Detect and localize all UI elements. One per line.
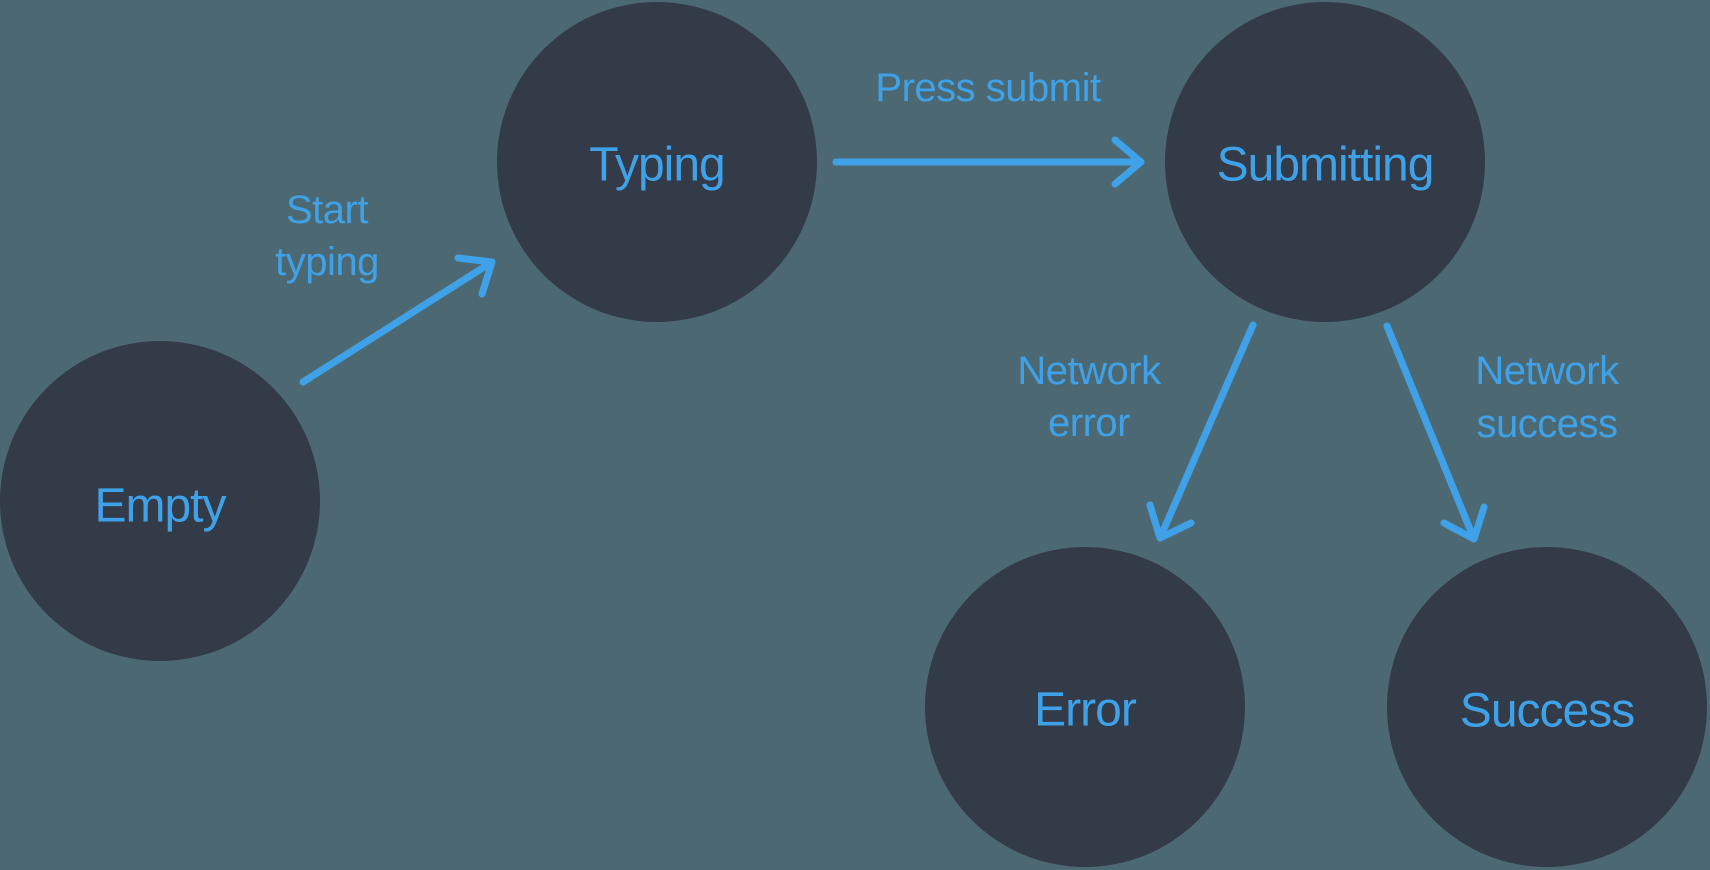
state-label-submitting: Submitting [1217, 139, 1434, 192]
arrow-empty-to-typing [299, 254, 496, 386]
edge-submitting-to-success: Network success [1383, 322, 1621, 543]
state-label-success: Success [1460, 685, 1634, 738]
state-node-empty: Empty [0, 341, 320, 661]
state-node-success: Success [1387, 547, 1707, 867]
arrow-typing-to-submitting [832, 136, 1145, 188]
edge-label-network-error-line1: Network [1017, 349, 1162, 393]
state-circle-empty [0, 341, 320, 661]
edge-submitting-to-error: Network error [1017, 321, 1257, 542]
state-circle-success [1387, 547, 1707, 867]
state-label-typing: Typing [589, 139, 724, 192]
state-node-error: Error [925, 547, 1245, 867]
arrow-submitting-to-error [1146, 321, 1257, 542]
edge-label-network-success-line2: success [1477, 402, 1618, 446]
state-circle-typing [497, 2, 817, 322]
edge-label-start-typing-line1: Start [286, 188, 368, 232]
state-label-empty: Empty [94, 480, 226, 533]
edge-label-network-error-line2: error [1048, 401, 1130, 445]
state-node-typing: Typing [497, 2, 817, 322]
edge-label-start-typing-line2: typing [275, 240, 379, 284]
state-circle-submitting [1165, 2, 1485, 322]
edge-label-press-submit: Press submit [875, 66, 1101, 110]
edge-empty-to-typing: Start typing [275, 188, 496, 386]
state-circle-error [925, 547, 1245, 867]
edge-label-network-success-line1: Network [1475, 349, 1620, 393]
state-node-submitting: Submitting [1165, 2, 1485, 322]
arrow-submitting-to-success [1383, 322, 1488, 543]
edge-typing-to-submitting: Press submit [832, 66, 1145, 188]
state-label-error: Error [1034, 684, 1137, 737]
